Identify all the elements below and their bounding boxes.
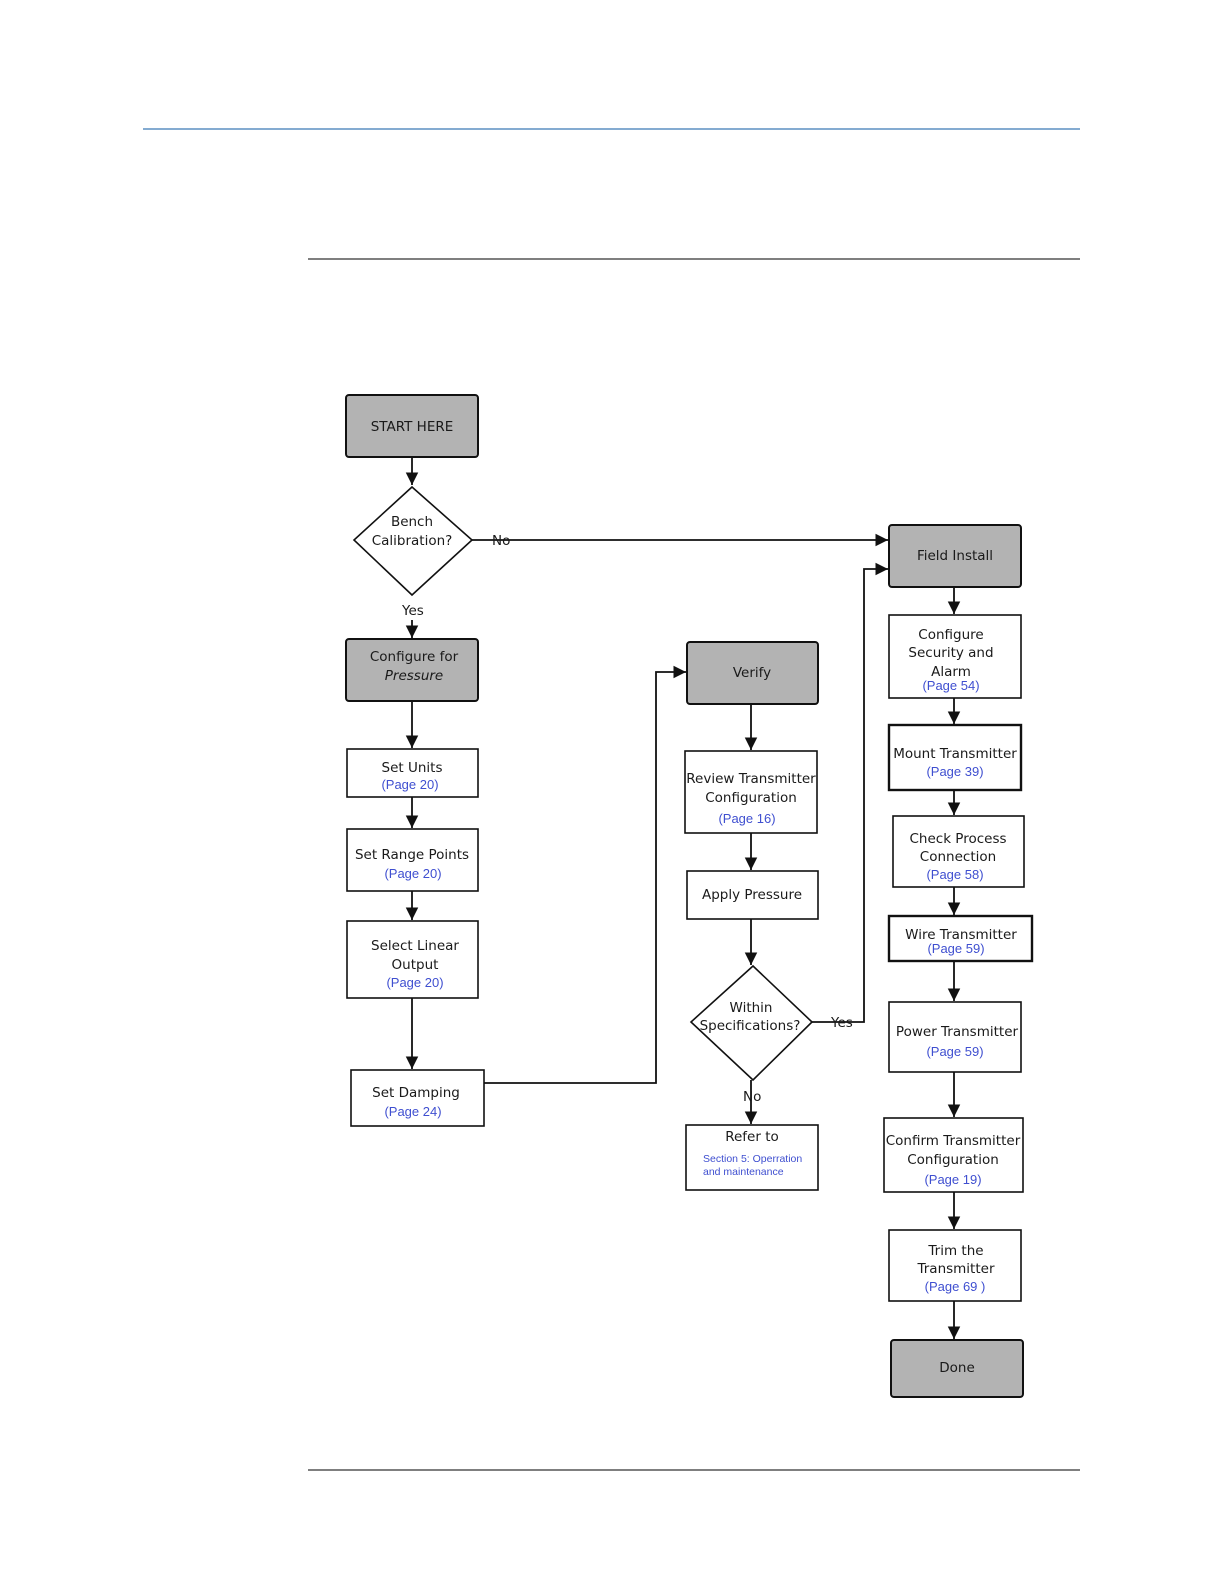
node-set-units-page-ref[interactable]: (Page 20) [381, 777, 438, 792]
node-check-process-connection: Check Process Connection (Page 58) [892, 815, 1025, 888]
node-done: Done [890, 1339, 1024, 1398]
node-power-label: Power Transmitter [896, 1024, 1019, 1040]
node-bench-calibration-line1: Bench [391, 514, 433, 530]
node-check-page-ref[interactable]: (Page 58) [926, 867, 983, 882]
node-confirm-line1: Confirm Transmitter [886, 1133, 1021, 1149]
node-trim-line2: Transmitter [916, 1261, 994, 1277]
node-set-units-label: Set Units [382, 760, 443, 776]
node-refer-section-line1[interactable]: Section 5: Operration [703, 1153, 802, 1165]
node-set-range-points-page-ref[interactable]: (Page 20) [384, 866, 441, 881]
node-start-here-label: START HERE [371, 419, 454, 435]
edge-spec-yes-to-field [812, 562, 888, 1023]
node-mount-label: Mount Transmitter [893, 746, 1017, 762]
node-configure-line2: Pressure [385, 668, 443, 684]
node-select-linear-output: Select Linear Output (Page 20) [346, 920, 479, 999]
node-set-range-points: Set Range Points (Page 20) [346, 828, 479, 892]
node-done-label: Done [939, 1360, 975, 1376]
node-select-linear-line1: Select Linear [371, 938, 459, 954]
node-select-linear-line2: Output [392, 957, 439, 973]
node-wire-label: Wire Transmitter [905, 927, 1017, 943]
node-refer-section-line2[interactable]: and maintenance [703, 1166, 784, 1178]
node-within-specifications: Within Specifications? [689, 964, 814, 1082]
node-refer-to-label: Refer to [725, 1129, 779, 1145]
node-trim-page-ref[interactable]: (Page 69 ) [925, 1279, 986, 1294]
node-set-range-points-label: Set Range Points [355, 847, 469, 863]
node-wire-transmitter: Wire Transmitter (Page 59) [887, 914, 1034, 963]
node-mount-page-ref[interactable]: (Page 39) [926, 764, 983, 779]
node-bench-calibration-line2: Calibration? [372, 533, 453, 549]
node-set-units: Set Units (Page 20) [346, 748, 479, 798]
node-check-line2: Connection [920, 849, 996, 865]
node-set-damping: Set Damping (Page 24) [350, 1069, 485, 1127]
edge-label-spec-yes: Yes [830, 1015, 853, 1031]
flow-edges [405, 457, 961, 1339]
node-verify: Verify [686, 641, 819, 705]
node-confirm-line2: Configuration [907, 1152, 999, 1168]
node-within-spec-line1: Within [730, 1000, 773, 1016]
node-check-line1: Check Process [909, 831, 1006, 847]
node-security-page-ref[interactable]: (Page 54) [922, 678, 979, 693]
node-confirm-transmitter-configuration: Confirm Transmitter Configuration (Page … [883, 1117, 1024, 1193]
edge-damping-to-verify [484, 665, 686, 1084]
node-review-page-ref[interactable]: (Page 16) [718, 811, 775, 826]
edge-label-bench-no: No [492, 533, 510, 549]
node-bench-calibration: Bench Calibration? [352, 485, 474, 597]
node-power-transmitter: Power Transmitter (Page 59) [888, 1001, 1022, 1073]
node-configure-security-alarm: Configure Security and Alarm (Page 54) [888, 614, 1022, 699]
node-trim-line1: Trim the [927, 1243, 983, 1259]
node-wire-page-ref[interactable]: (Page 59) [927, 941, 984, 956]
node-verify-label: Verify [733, 665, 771, 681]
node-confirm-page-ref[interactable]: (Page 19) [924, 1172, 981, 1187]
node-review-line1: Review Transmitter [686, 771, 816, 787]
node-trim-transmitter: Trim the Transmitter (Page 69 ) [888, 1229, 1022, 1302]
node-apply-pressure-label: Apply Pressure [702, 887, 802, 903]
node-review-line2: Configuration [705, 790, 797, 806]
node-within-spec-line2: Specifications? [700, 1018, 801, 1034]
node-mount-transmitter: Mount Transmitter (Page 39) [887, 723, 1023, 792]
edge-label-bench-yes: Yes [401, 603, 424, 619]
node-field-install-label: Field Install [917, 548, 993, 564]
node-refer-to: Refer to Section 5: Operration and maint… [685, 1124, 819, 1191]
node-start-here: START HERE [345, 394, 479, 458]
node-configure-line1: Configure for [370, 649, 459, 665]
node-apply-pressure: Apply Pressure [686, 870, 819, 920]
node-review-transmitter-configuration: Review Transmitter Configuration (Page 1… [684, 750, 818, 834]
node-field-install: Field Install [888, 524, 1022, 588]
node-set-damping-page-ref[interactable]: (Page 24) [384, 1104, 441, 1119]
node-security-line3: Alarm [931, 664, 971, 680]
node-configure-for-pressure: Configure for Pressure [345, 638, 479, 702]
node-power-page-ref[interactable]: (Page 59) [926, 1044, 983, 1059]
node-select-linear-page-ref[interactable]: (Page 20) [386, 975, 443, 990]
node-security-line2: Security and [908, 645, 993, 661]
edge-label-spec-no: No [743, 1089, 761, 1105]
node-security-line1: Configure [918, 627, 983, 643]
node-set-damping-label: Set Damping [372, 1085, 460, 1101]
